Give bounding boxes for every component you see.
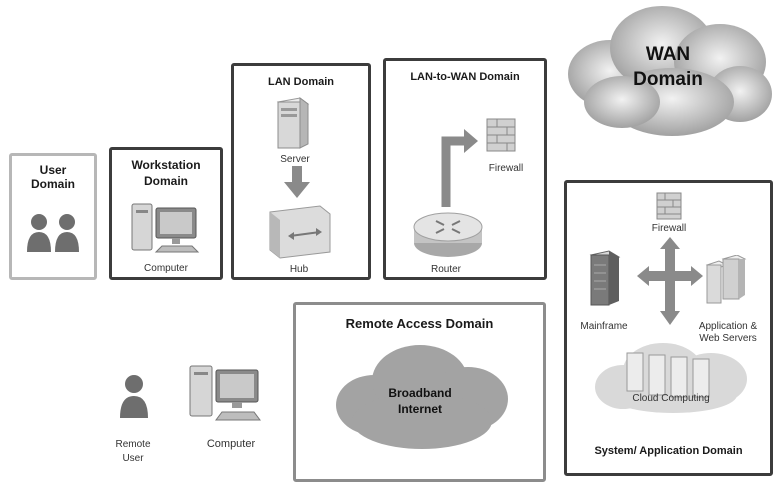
broadband-cloud-icon — [336, 345, 508, 449]
lan-domain-box: LAN Domain Server Hub — [231, 63, 371, 280]
user-domain-box: User Domain — [9, 153, 97, 280]
remote-computer-icon — [189, 365, 261, 421]
wan-domain-title: WAN Domain — [633, 44, 703, 90]
workstation-domain-title: Workstation Domain — [131, 158, 201, 188]
cross-arrows-icon — [637, 237, 703, 325]
server-icon — [276, 97, 310, 149]
workstation-domain-box: Workstation Domain Computer — [109, 147, 223, 280]
wan-domain-cloud: WAN Domain — [562, 2, 774, 140]
cloud-computing-icon — [595, 343, 747, 413]
firewall-icon — [656, 192, 682, 220]
wan-cloud-icon — [568, 6, 772, 136]
remote-computer-label: Computer — [206, 438, 256, 450]
path-arrow-icon — [441, 129, 478, 207]
system-application-domain-box: Firewall Mainframe Application & Web Ser… — [564, 180, 773, 476]
remote-user-label: Remote User — [115, 439, 151, 464]
router-icon — [413, 212, 483, 257]
users-icon — [27, 214, 79, 252]
lan-server-label: Server — [280, 154, 310, 165]
lan-hub-label: Hub — [289, 264, 309, 275]
broadband-internet-label: Broadband Internet — [388, 386, 452, 416]
servers-icon — [705, 255, 747, 304]
system-firewall-label: Firewall — [651, 223, 687, 234]
remote-access-domain-title: Remote Access Domain — [345, 316, 494, 331]
system-cloud-computing-label: Cloud Computing — [632, 393, 710, 404]
arrow-down-icon — [284, 166, 310, 198]
workstation-computer-label: Computer — [144, 263, 188, 274]
lan-to-wan-domain-box: LAN-to-WAN Domain Firewall Router — [383, 58, 547, 280]
remote-user-icon — [120, 375, 148, 418]
lan-to-wan-router-label: Router — [430, 264, 461, 275]
system-application-domain-title: System/ Application Domain — [594, 445, 743, 457]
lan-to-wan-firewall-label: Firewall — [488, 163, 524, 174]
mainframe-icon — [589, 250, 621, 306]
lan-to-wan-domain-title: LAN-to-WAN Domain — [410, 71, 520, 83]
system-servers-label: Application & Web Servers — [698, 321, 758, 344]
lan-domain-title: LAN Domain — [268, 76, 334, 88]
system-mainframe-label: Mainframe — [580, 321, 628, 332]
hub-icon — [269, 205, 331, 259]
firewall-icon — [486, 118, 516, 152]
remote-access-domain-box: Remote Access Domain Broadband Internet — [293, 302, 546, 482]
user-domain-title: User Domain — [30, 163, 75, 191]
computer-icon — [131, 203, 200, 253]
